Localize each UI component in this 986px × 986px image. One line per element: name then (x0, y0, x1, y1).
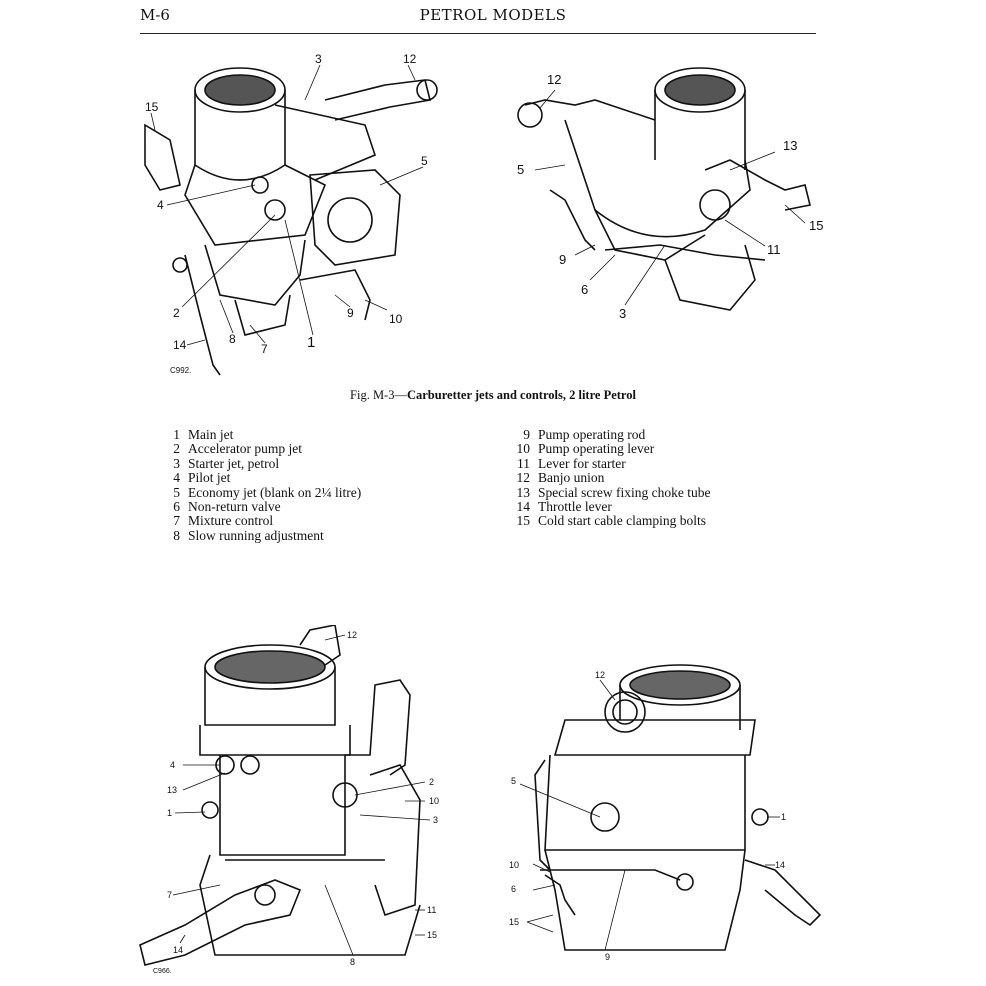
svg-text:2: 2 (429, 777, 434, 787)
svg-text:12: 12 (347, 630, 357, 640)
svg-text:1: 1 (781, 812, 786, 822)
svg-text:12: 12 (403, 52, 417, 66)
figure-ref-code: C966. (153, 968, 172, 975)
svg-text:15: 15 (427, 930, 437, 940)
svg-text:15: 15 (809, 218, 823, 233)
svg-text:3: 3 (433, 815, 438, 825)
svg-text:15: 15 (509, 917, 519, 927)
svg-text:6: 6 (581, 282, 588, 297)
carburettor-illustration-top-right: 12 5 13 15 11 9 6 3 (517, 67, 823, 321)
svg-text:10: 10 (389, 312, 403, 326)
caption-main: Carburetter jets and controls, 2 litre P… (406, 388, 636, 402)
svg-text:4: 4 (157, 198, 164, 212)
svg-text:12: 12 (595, 670, 605, 680)
svg-text:5: 5 (511, 776, 516, 786)
svg-text:6: 6 (511, 884, 516, 894)
svg-text:1: 1 (167, 808, 172, 818)
carburettor-illustration-bottom-right: 12 5 1 10 6 14 15 9 (509, 664, 822, 962)
carburettor-illustration-top-left: 3 12 15 4 5 2 8 7 1 9 10 14 C992. (144, 52, 438, 376)
header-rule (140, 33, 816, 34)
svg-text:3: 3 (315, 52, 322, 66)
svg-text:15: 15 (145, 100, 159, 114)
svg-text:12: 12 (547, 72, 561, 87)
svg-text:7: 7 (261, 342, 268, 356)
svg-text:3: 3 (619, 306, 626, 321)
svg-text:14: 14 (173, 338, 187, 352)
page-title: PETROL MODELS (419, 6, 567, 24)
svg-text:9: 9 (559, 252, 566, 267)
svg-text:5: 5 (517, 162, 524, 177)
svg-text:13: 13 (167, 785, 177, 795)
svg-text:9: 9 (605, 952, 610, 962)
svg-text:8: 8 (229, 332, 236, 346)
svg-text:13: 13 (783, 138, 797, 153)
svg-text:10: 10 (509, 860, 519, 870)
svg-text:1: 1 (307, 334, 315, 351)
svg-text:10: 10 (429, 796, 439, 806)
svg-text:8: 8 (350, 957, 355, 967)
figure-caption: Fig. M-3—Carburetter jets and controls, … (0, 388, 986, 403)
caption-prefix: Fig. M-3— (350, 388, 407, 402)
svg-text:14: 14 (775, 860, 785, 870)
svg-text:14: 14 (173, 945, 183, 955)
svg-text:4: 4 (170, 760, 175, 770)
page-number: M-6 (140, 6, 170, 24)
svg-text:11: 11 (767, 242, 781, 257)
svg-text:2: 2 (173, 306, 180, 320)
svg-text:7: 7 (167, 890, 172, 900)
svg-text:9: 9 (347, 306, 354, 320)
figure-ref-code: C992. (170, 366, 191, 375)
svg-text:11: 11 (427, 905, 436, 915)
carburettor-illustration-bottom-left: 12 4 13 1 2 10 3 7 8 11 14 15 C966. (139, 625, 439, 975)
svg-text:5: 5 (421, 154, 428, 168)
